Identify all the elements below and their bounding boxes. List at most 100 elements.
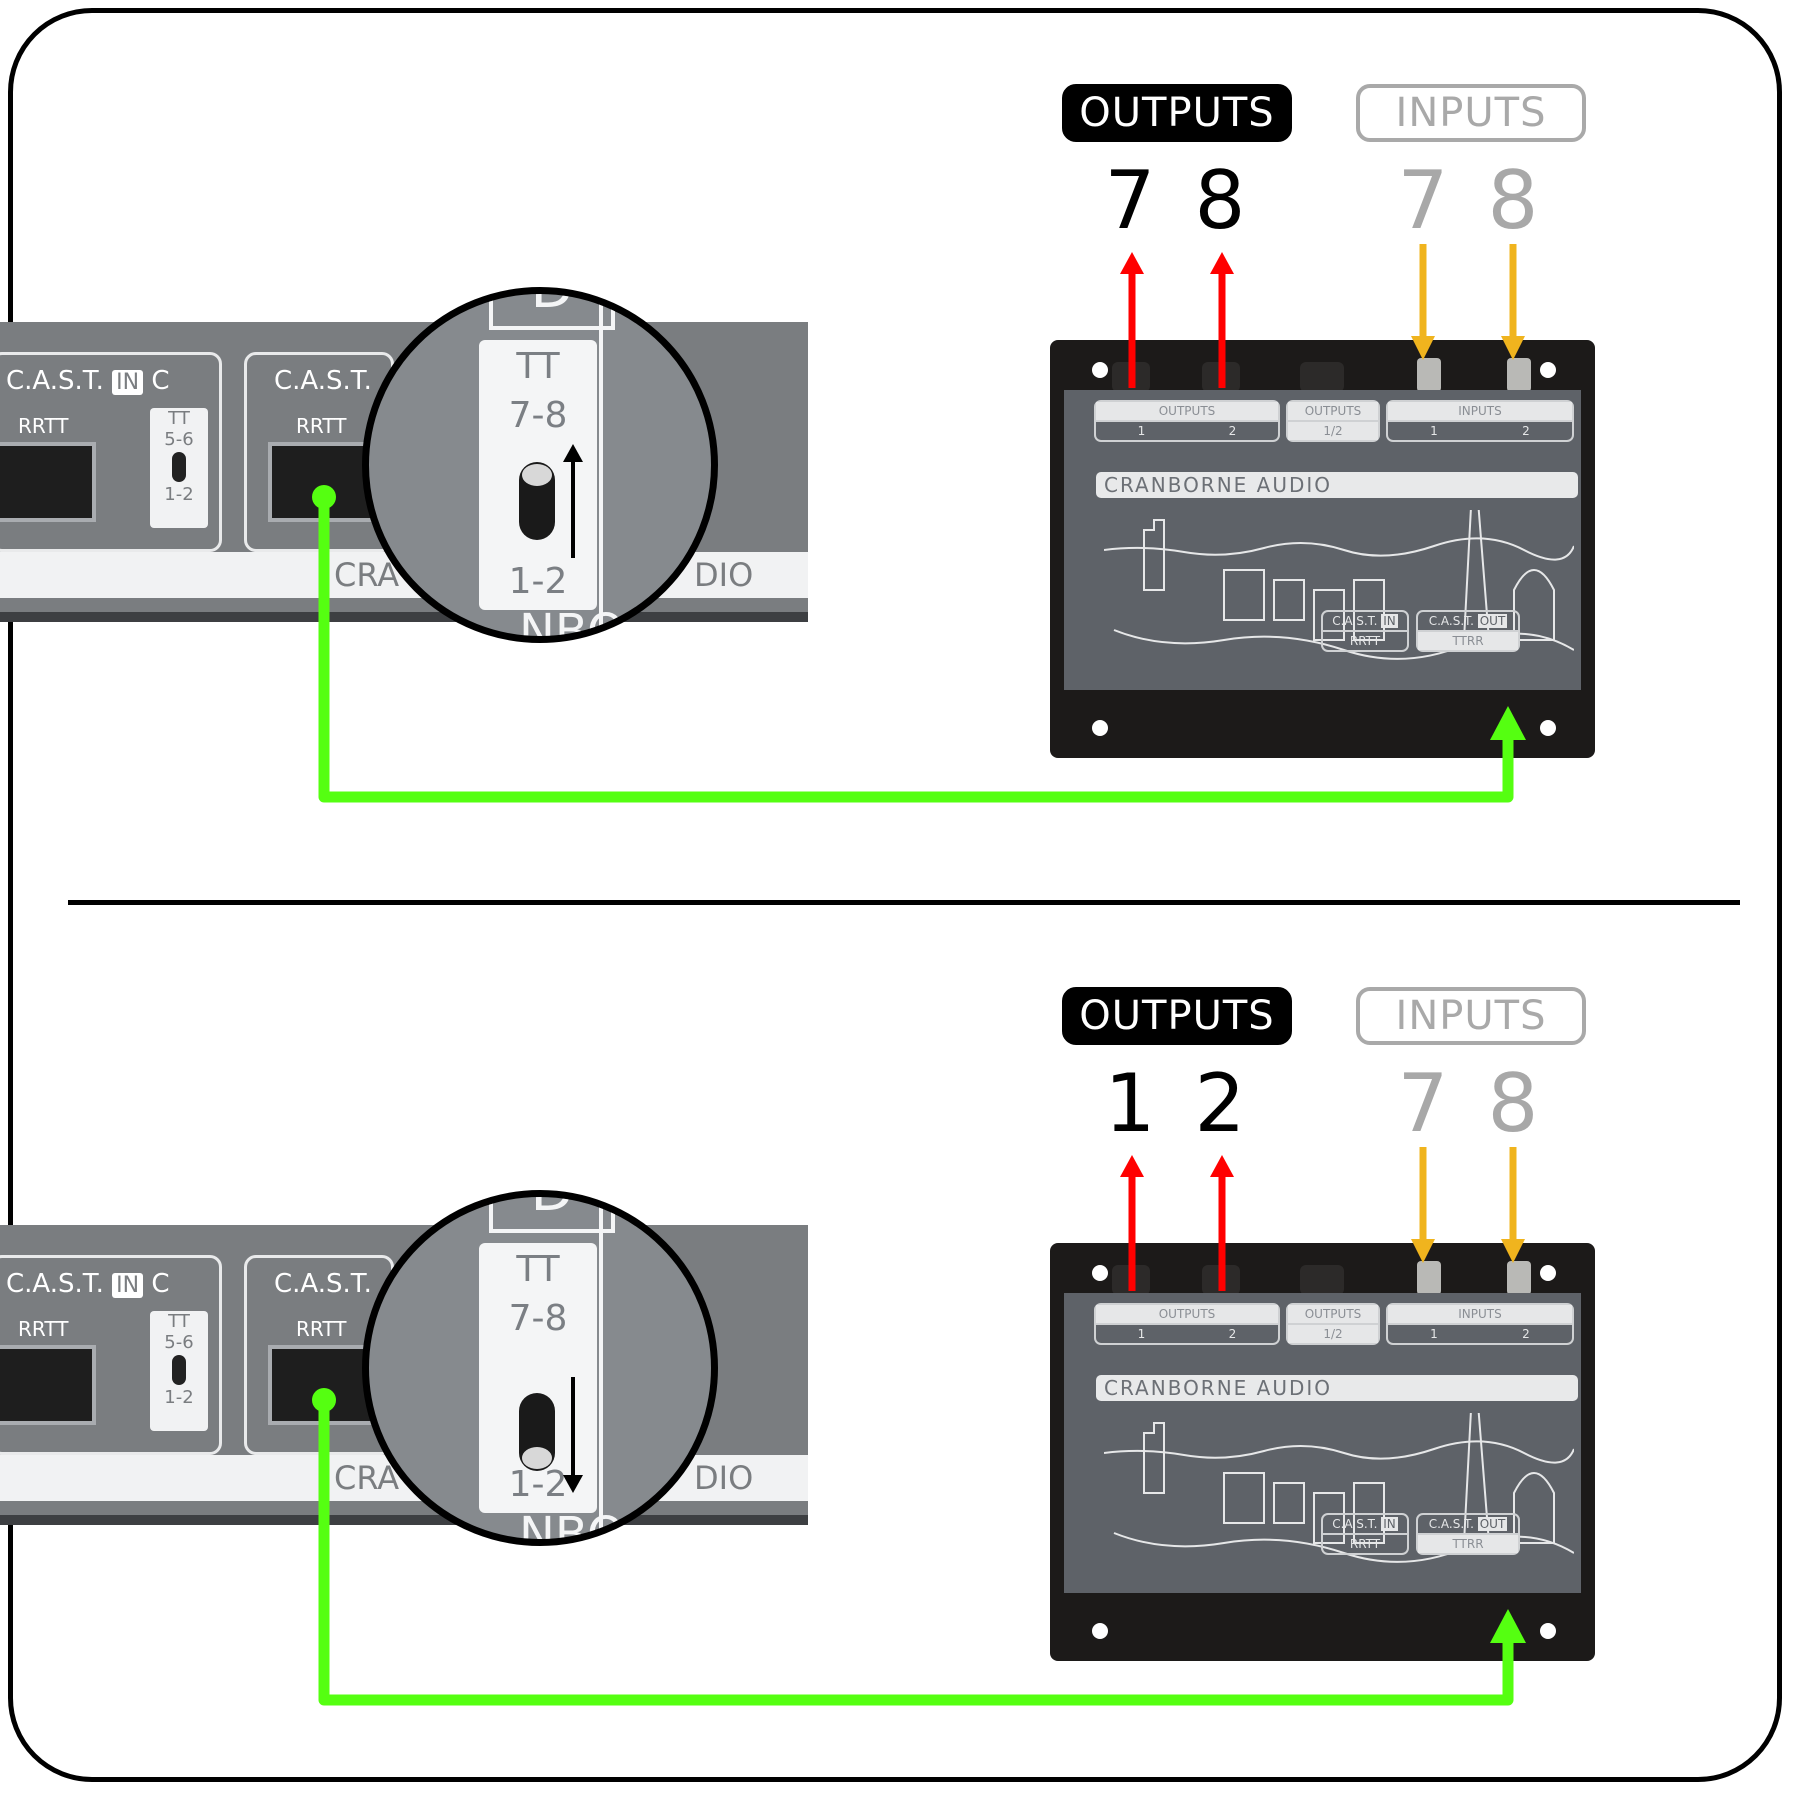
- cast-in-section-c: [0, 1255, 222, 1455]
- output-arrow: [1120, 1155, 1144, 1291]
- toggle-lever[interactable]: [172, 1355, 186, 1385]
- panel-divider: [68, 900, 1740, 905]
- headphone-jack[interactable]: [1300, 362, 1344, 392]
- rack-brand-text: DIO: [694, 1459, 754, 1497]
- switch-label: TT: [168, 408, 190, 429]
- mount-hole: [1540, 1265, 1556, 1281]
- output-arrow: [1120, 252, 1144, 388]
- rack-brand-text: NBO: [519, 604, 625, 643]
- switch-label: 5-6: [164, 1332, 194, 1353]
- mount-hole: [1540, 362, 1556, 378]
- switch-label: 7-8: [508, 395, 568, 436]
- inputs-badge: INPUTS: [1356, 987, 1586, 1045]
- rack-lip: [0, 1515, 808, 1525]
- cast-out-label-box: C.A.S.T. OUT TTRR: [1416, 610, 1520, 652]
- switch-label: TT: [516, 1249, 560, 1290]
- mount-hole: [1092, 1623, 1108, 1639]
- rj45-port[interactable]: [0, 1345, 96, 1425]
- input-arrow: [1501, 1147, 1525, 1263]
- switch-arrowhead: [563, 1475, 583, 1493]
- input-channel-number: 7: [1397, 1057, 1449, 1150]
- outputs-badge: OUTPUTS: [1062, 987, 1292, 1045]
- switch-direction-arrow: [571, 458, 575, 558]
- cast-cable: [312, 485, 1526, 803]
- inputs-badge: INPUTS: [1356, 84, 1586, 142]
- signal-arrows: [312, 1147, 1526, 1706]
- inputs-badge-label: INPUTS: [1395, 993, 1547, 1039]
- toggle-lever[interactable]: [519, 462, 555, 540]
- cast-in-label: C.A.S.T. IN C: [6, 1269, 170, 1299]
- cast-in-label-box: C.A.S.T. IN RRTT: [1321, 1513, 1409, 1555]
- switch-label: 1-2: [508, 561, 568, 602]
- input-arrow: [1411, 244, 1435, 360]
- rack-lip: [0, 612, 808, 622]
- mount-hole: [1092, 1265, 1108, 1281]
- switch-label: 1-2: [164, 1387, 194, 1408]
- mount-hole: [1092, 362, 1108, 378]
- section-d-badge: D: [489, 294, 615, 330]
- input-channel-number: 8: [1487, 154, 1539, 247]
- cast-in-label: C.A.S.T.: [274, 366, 372, 396]
- input-channel-number: 8: [1487, 1057, 1539, 1150]
- rack-brand-text: DIO: [694, 556, 754, 594]
- output-channel-number: 8: [1194, 154, 1246, 247]
- rrtt-label: RRTT: [296, 414, 347, 438]
- output-channel-number: 7: [1104, 154, 1156, 247]
- input-1-jack[interactable]: [1417, 358, 1441, 392]
- channel-switch-d-zoomed[interactable]: TT 7-8 1-2: [479, 340, 597, 610]
- toggle-lever[interactable]: [172, 452, 186, 482]
- section-letter: C: [151, 366, 170, 396]
- switch-direction-arrow: [571, 1377, 575, 1477]
- outputs-sum-label-box: OUTPUTS 1/2: [1286, 400, 1380, 442]
- section-letter: C: [151, 1269, 170, 1299]
- mount-hole: [1540, 720, 1556, 736]
- outputs-badge: OUTPUTS: [1062, 84, 1292, 142]
- section-border: [599, 1197, 603, 1539]
- channel-switch-c[interactable]: TT 5-6 1-2: [150, 408, 208, 528]
- channel-switch-c[interactable]: TT 5-6 1-2: [150, 1311, 208, 1431]
- in-tag: IN: [112, 1273, 144, 1298]
- in-tag: IN: [112, 370, 144, 395]
- output-channel-number: 2: [1194, 1057, 1246, 1150]
- rrtt-label: RRTT: [18, 414, 69, 438]
- magnifier-circle: D TT 7-8 1-2 NBO: [362, 1190, 718, 1546]
- switch-label: 1-2: [164, 484, 194, 505]
- diagram-frame: [8, 8, 1782, 1782]
- input-arrow: [1501, 244, 1525, 360]
- input-arrow: [1411, 1147, 1435, 1263]
- rj45-port[interactable]: [0, 442, 96, 522]
- output-arrow: [1210, 1155, 1234, 1291]
- rack-brand-text: NBO: [519, 1507, 625, 1546]
- magnifier-circle: D TT 7-8 1-2 NBO: [362, 287, 718, 643]
- rack-brand-text: CRA: [334, 556, 400, 594]
- rrtt-label: RRTT: [296, 1317, 347, 1341]
- switch-label: 1-2: [508, 1464, 568, 1505]
- cast-out-label-box: C.A.S.T. OUT TTRR: [1416, 1513, 1520, 1555]
- input-channel-number: 7: [1397, 154, 1449, 247]
- output-channel-number: 1: [1104, 1057, 1156, 1150]
- headphone-jack[interactable]: [1300, 1265, 1344, 1295]
- rack-brand-text: CRA: [334, 1459, 400, 1497]
- input-2-jack[interactable]: [1507, 1261, 1531, 1295]
- switch-label: 5-6: [164, 429, 194, 450]
- input-2-jack[interactable]: [1507, 358, 1531, 392]
- routing-panel-top: OUTPUTS INPUTS 7 8 7 8 C.A.S.T. IN C RRT…: [0, 0, 1800, 900]
- rrtt-label: RRTT: [18, 1317, 69, 1341]
- channel-switch-d-zoomed[interactable]: TT 7-8 1-2: [479, 1243, 597, 1513]
- cast-in-section-c: [0, 352, 222, 552]
- signal-arrows: [312, 244, 1526, 803]
- cast-in-label-box: C.A.S.T. IN RRTT: [1321, 610, 1409, 652]
- switch-label: TT: [168, 1311, 190, 1332]
- toggle-lever[interactable]: [519, 1393, 555, 1471]
- mount-hole: [1540, 1623, 1556, 1639]
- cast-in-label: C.A.S.T.: [274, 1269, 372, 1299]
- mount-hole: [1092, 720, 1108, 736]
- input-1-jack[interactable]: [1417, 1261, 1441, 1295]
- switch-arrowhead: [563, 444, 583, 462]
